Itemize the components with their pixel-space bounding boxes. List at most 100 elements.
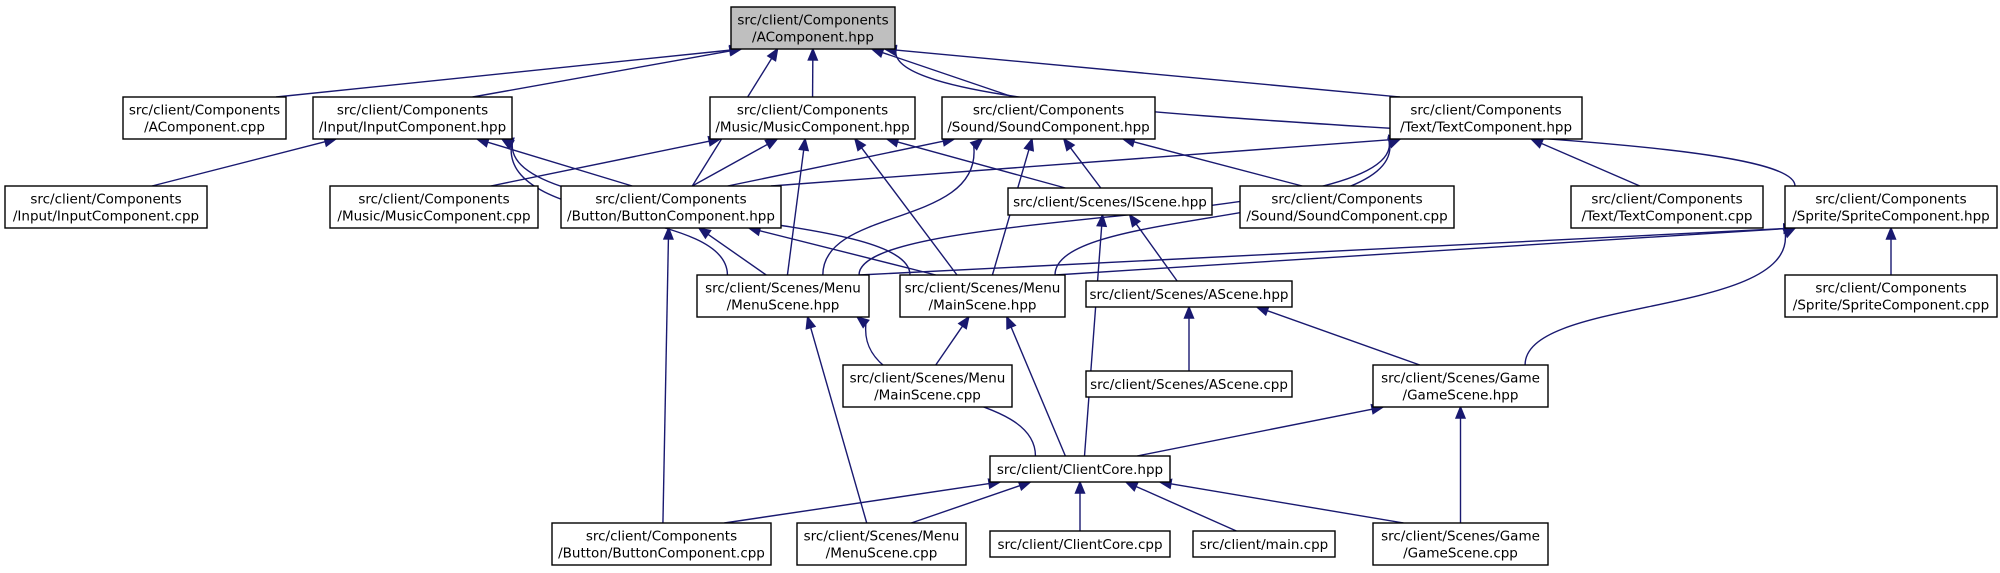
arrowhead-icon	[1454, 405, 1467, 419]
edge-clientcore_hpp-to-iscene_hpp	[1083, 213, 1108, 457]
edge-line	[809, 327, 868, 524]
edge-line	[935, 325, 964, 366]
edge-mainscene_cpp-to-mainscene_hpp	[935, 315, 970, 366]
edge-line	[707, 233, 767, 276]
edge-sound_hpp-to-acomp_hpp	[870, 47, 1014, 98]
node-input-hpp[interactable]: src/client/Components/Input/InputCompone…	[312, 96, 513, 140]
edge-sprite_cpp-to-sprite_hpp	[1885, 226, 1897, 275]
node-label: src/client/main.cpp	[1200, 537, 1328, 553]
arrowhead-icon	[662, 226, 674, 240]
arrowhead-icon	[764, 138, 779, 150]
node-sprite-cpp[interactable]: src/client/Components/Sprite/SpriteCompo…	[1784, 274, 1998, 318]
node-label: src/client/Components	[30, 192, 181, 208]
arrowhead-icon	[1255, 305, 1270, 317]
edge-line	[275, 49, 731, 98]
node-box	[989, 530, 1171, 558]
arrowhead-icon	[697, 226, 712, 240]
node-button-cpp[interactable]: src/client/Components/Button/ButtonCompo…	[551, 522, 772, 566]
edge-menuscene_cpp-to-menuscene_hpp	[805, 315, 868, 524]
node-label: /Input/InputComponent.cpp	[13, 209, 199, 225]
edge-button_cpp-to-button_hpp	[662, 226, 674, 524]
node-label: src/client/Components	[1815, 281, 1966, 297]
arrowhead-icon	[1062, 137, 1076, 152]
node-clientcore-cpp[interactable]: src/client/ClientCore.cpp	[989, 530, 1171, 558]
node-box	[551, 522, 772, 566]
node-input-cpp[interactable]: src/client/Components/Input/InputCompone…	[4, 185, 208, 229]
arrowhead-icon	[1096, 213, 1108, 228]
node-gamescene-cpp[interactable]: src/client/Scenes/Game/GameScene.cpp	[1372, 522, 1549, 566]
node-gamescene-hpp[interactable]: src/client/Scenes/Game/GameScene.hpp	[1372, 364, 1549, 408]
node-label: src/client/Scenes/Menu	[705, 281, 861, 297]
edge-line	[1054, 142, 1391, 276]
node-iscene-hpp[interactable]: src/client/Scenes/IScene.hpp	[1007, 187, 1213, 216]
edge-menuscene_hpp-to-sound_hpp	[822, 137, 984, 276]
edge-line	[770, 139, 1390, 187]
edge-line	[1135, 223, 1178, 282]
node-box	[1085, 280, 1293, 308]
arrowhead-icon	[957, 315, 970, 330]
node-label: src/client/Components	[586, 529, 737, 545]
edge-line	[786, 149, 805, 276]
edge-line	[895, 50, 1796, 187]
edge-clientcore_hpp-to-gamescene_hpp	[1136, 403, 1385, 457]
node-label: /MainScene.hpp	[929, 298, 1037, 314]
node-ascene-cpp[interactable]: src/client/Scenes/AScene.cpp	[1085, 370, 1293, 398]
edge-text_cpp-to-text_hpp	[1529, 138, 1641, 187]
node-label: src/client/Scenes/Game	[1381, 371, 1540, 387]
node-button-hpp[interactable]: src/client/Components/Button/ButtonCompo…	[560, 185, 782, 229]
node-label: /Music/MusicComponent.cpp	[337, 209, 530, 225]
node-sound-hpp[interactable]: src/client/Components/Sound/SoundCompone…	[941, 96, 1156, 140]
node-box	[1085, 370, 1293, 398]
node-label: src/client/Components	[337, 103, 488, 119]
node-label: src/client/Scenes/Game	[1381, 529, 1540, 545]
edge-ascene_cpp-to-ascene_hpp	[1183, 305, 1195, 371]
node-box	[560, 185, 782, 229]
node-main-cpp[interactable]: src/client/main.cpp	[1192, 530, 1336, 558]
node-box	[122, 96, 287, 140]
node-label: src/client/Scenes/Menu	[850, 371, 1006, 387]
node-box	[1784, 185, 1998, 229]
node-label: src/client/Components	[1410, 103, 1561, 119]
node-sound-cpp[interactable]: src/client/Components/Sound/SoundCompone…	[1239, 185, 1455, 229]
node-label: /AComponent.cpp	[144, 120, 265, 136]
node-acomp-hpp[interactable]: src/client/Components/AComponent.hpp	[730, 6, 896, 50]
edge-ascene_hpp-to-iscene_hpp	[1128, 213, 1178, 282]
edge-line	[1267, 310, 1421, 366]
node-label: src/client/Scenes/IScene.hpp	[1013, 195, 1207, 211]
node-mainscene-hpp[interactable]: src/client/Scenes/Menu/MainScene.hpp	[899, 274, 1066, 318]
edge-sound_cpp-to-sound_hpp	[1121, 136, 1303, 187]
node-sprite-hpp[interactable]: src/client/Components/Sprite/SpriteCompo…	[1784, 185, 1998, 229]
node-mainscene-cpp[interactable]: src/client/Scenes/Menu/MainScene.cpp	[842, 364, 1013, 408]
edge-music_cpp-to-music_hpp	[490, 135, 722, 187]
node-label: src/client/Components	[129, 103, 280, 119]
edge-gamescene_cpp-to-clientcore_hpp	[1158, 478, 1404, 524]
node-text-hpp[interactable]: src/client/Components/Text/TextComponent…	[1389, 96, 1583, 140]
node-box	[329, 185, 539, 229]
node-music-hpp[interactable]: src/client/Components/Music/MusicCompone…	[709, 96, 916, 140]
node-acomp-cpp[interactable]: src/client/Components/AComponent.cpp	[122, 96, 287, 140]
node-label: /Sound/SoundComponent.cpp	[1246, 209, 1447, 225]
node-label: src/client/Scenes/AScene.cpp	[1090, 377, 1288, 393]
node-label: /Sprite/SpriteComponent.hpp	[1792, 209, 1990, 225]
node-ascene-hpp[interactable]: src/client/Scenes/AScene.hpp	[1085, 280, 1293, 308]
edge-line	[1541, 142, 1641, 187]
arrowhead-icon	[1183, 305, 1195, 319]
edge-mainscene_hpp-to-music_hpp	[853, 137, 958, 276]
edge-music_hpp-to-acomp_hpp	[807, 47, 819, 98]
node-menuscene-hpp[interactable]: src/client/Scenes/Menu/MenuScene.hpp	[696, 274, 870, 318]
node-box	[312, 96, 513, 140]
node-menuscene-cpp[interactable]: src/client/Scenes/Menu/MenuScene.cpp	[796, 522, 967, 566]
node-label: /Music/MusicComponent.hpp	[715, 120, 909, 136]
edge-acomp_cpp-to-acomp_hpp	[275, 44, 743, 98]
node-box	[941, 96, 1156, 140]
node-label: /MenuScene.hpp	[727, 298, 840, 314]
node-text-cpp[interactable]: src/client/Components/Text/TextComponent…	[1570, 185, 1764, 229]
edge-menuscene_cpp-to-clientcore_hpp	[911, 480, 1033, 524]
node-clientcore-hpp[interactable]: src/client/ClientCore.hpp	[989, 455, 1171, 483]
node-box	[1570, 185, 1764, 229]
arrowhead-icon	[855, 315, 870, 329]
node-label: /MainScene.cpp	[874, 388, 981, 404]
node-music-cpp[interactable]: src/client/Components/Music/MusicCompone…	[329, 185, 539, 229]
node-box	[899, 274, 1066, 318]
node-label: /Text/TextComponent.hpp	[1400, 120, 1572, 136]
